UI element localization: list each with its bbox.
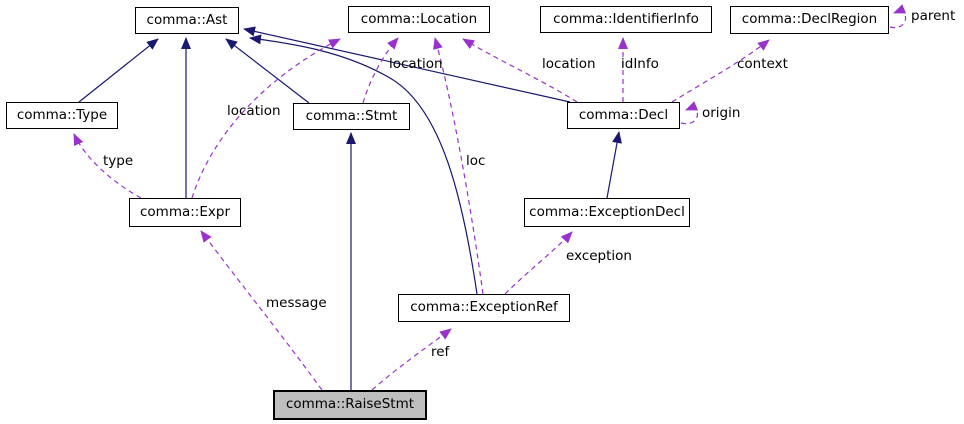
edge-exceptiondecl-to-decl xyxy=(606,131,622,199)
edge-stmt-location xyxy=(362,37,399,104)
class-node-declregion[interactable]: comma::DeclRegion xyxy=(730,6,889,34)
class-node-ast[interactable]: comma::Ast xyxy=(135,7,239,34)
edge-expr-type xyxy=(73,133,142,199)
edge-type-to-ast xyxy=(78,38,159,103)
edge-raisestmt-message xyxy=(200,230,323,391)
class-node-stmt[interactable]: comma::Stmt xyxy=(293,103,410,130)
edge-exceptionref-to-ast xyxy=(249,34,478,295)
class-node-exceptiondecl[interactable]: comma::ExceptionDecl xyxy=(524,198,690,227)
class-node-type[interactable]: comma::Type xyxy=(6,102,118,129)
edge-stmt-to-ast xyxy=(225,38,310,104)
edge-declregion-parent xyxy=(889,4,907,29)
edge-exceptionref-location xyxy=(433,37,484,295)
edge-expr-location xyxy=(191,38,341,199)
edge-exceptionref-exception xyxy=(504,231,573,295)
class-node-raisestmt: comma::RaiseStmt xyxy=(273,390,427,420)
edge-decl-context xyxy=(671,39,770,103)
edge-decl-location xyxy=(462,38,578,103)
class-node-location[interactable]: comma::Location xyxy=(348,6,490,33)
edge-decl-origin xyxy=(680,101,699,125)
class-node-decl[interactable]: comma::Decl xyxy=(567,102,680,129)
class-node-exceptionref[interactable]: comma::ExceptionRef xyxy=(398,294,570,322)
class-node-identifierinfo[interactable]: comma::IdentifierInfo xyxy=(540,6,712,33)
class-node-expr[interactable]: comma::Expr xyxy=(129,198,241,227)
edge-raisestmt-ref xyxy=(371,328,452,391)
edge-decl-to-ast xyxy=(243,26,571,103)
